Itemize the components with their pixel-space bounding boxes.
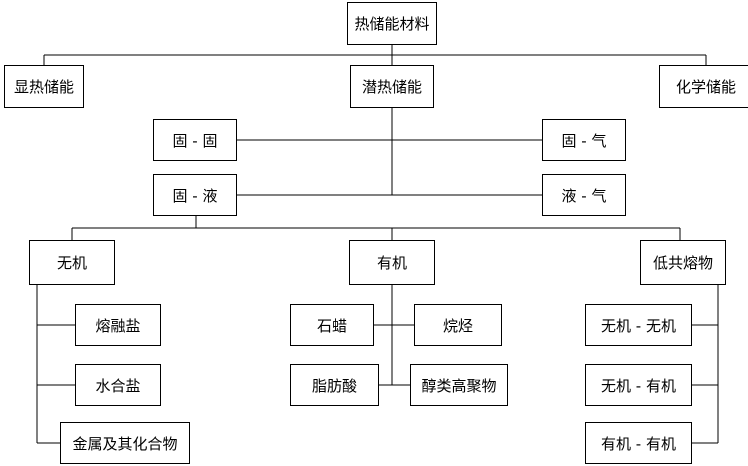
node-organic: 有机: [349, 240, 435, 285]
node-latent-heat: 潜热储能: [350, 65, 434, 108]
node-solid-gas: 固 - 气: [542, 119, 626, 161]
node-molten-salt: 熔融盐: [75, 304, 161, 346]
node-chemical: 化学储能: [659, 65, 748, 108]
node-alkane: 烷烃: [414, 304, 502, 346]
node-fatty-acid: 脂肪酸: [290, 364, 379, 406]
node-thermal-storage-materials: 热储能材料: [347, 2, 437, 45]
node-inorganic-inorganic: 无机 - 无机: [585, 304, 692, 346]
node-solid-liquid: 固 - 液: [153, 174, 237, 216]
node-organic-organic: 有机 - 有机: [585, 422, 692, 464]
node-inorganic-organic: 无机 - 有机: [585, 364, 692, 406]
node-paraffin: 石蜡: [290, 304, 374, 346]
node-hydrated-salt: 水合盐: [75, 364, 161, 406]
node-liquid-gas: 液 - 气: [542, 174, 626, 216]
node-polyalcohol: 醇类高聚物: [410, 364, 508, 406]
node-eutectic: 低共熔物: [640, 240, 726, 285]
node-sensible-heat: 显热储能: [4, 65, 84, 108]
node-solid-solid: 固 - 固: [153, 119, 237, 161]
node-metals-compounds: 金属及其化合物: [60, 422, 190, 464]
node-inorganic: 无机: [29, 240, 115, 285]
